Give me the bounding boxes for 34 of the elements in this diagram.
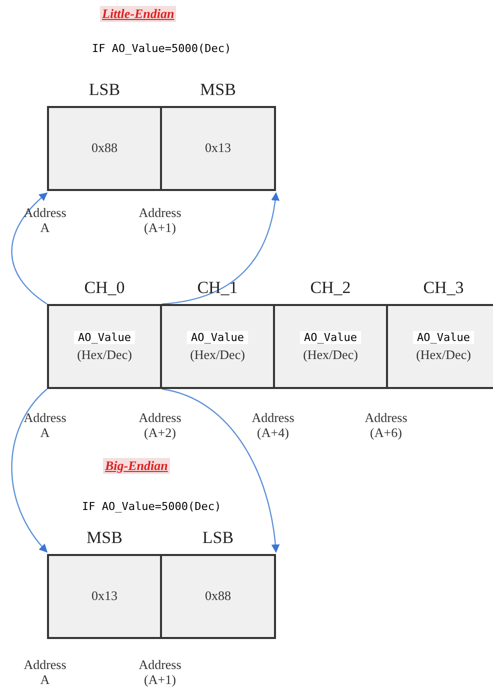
address-label: Address A xyxy=(22,410,68,440)
value-name: AO_Value xyxy=(413,330,474,344)
address-label: Address (A+2) xyxy=(138,410,182,440)
address-label: Address (A+1) xyxy=(138,657,182,687)
cell-value: 0x13 xyxy=(92,588,118,602)
arrow xyxy=(162,388,280,553)
arrow xyxy=(162,192,280,305)
value-name: AO_Value xyxy=(187,330,248,344)
cell-value: (Hex/Dec) xyxy=(77,346,132,362)
address-label: Address (A+6) xyxy=(364,410,408,440)
section-title: Little-Endian xyxy=(100,6,176,22)
cell-heading: CH_0 xyxy=(83,278,126,298)
address-label: Address (A+1) xyxy=(138,205,182,235)
address-label: Address A xyxy=(22,657,68,687)
cell-value: (Hex/Dec) xyxy=(416,346,471,362)
arrow xyxy=(11,388,48,553)
cell-heading: LSB xyxy=(201,528,235,548)
cell-heading: LSB xyxy=(88,80,122,100)
cell-heading: MSB xyxy=(199,80,237,100)
cell-heading: MSB xyxy=(86,528,124,548)
address-label: Address (A+4) xyxy=(250,410,296,440)
value-name: AO_Value xyxy=(74,330,135,344)
cell-value: (Hex/Dec) xyxy=(190,346,245,362)
section-title: Big-Endian xyxy=(103,458,170,474)
cell-value: 0x88 xyxy=(92,140,118,154)
cell-value: 0x88 xyxy=(205,588,231,602)
value-name: AO_Value xyxy=(300,330,361,344)
cell-heading: CH_3 xyxy=(422,278,465,298)
value-note: IF AO_Value=5000(Dec) xyxy=(92,42,232,55)
value-note: IF AO_Value=5000(Dec) xyxy=(82,500,222,513)
arrow xyxy=(11,192,48,304)
cell-value: (Hex/Dec) xyxy=(303,346,358,362)
cell-heading: CH_2 xyxy=(309,278,352,298)
cell-value: 0x13 xyxy=(205,140,231,154)
